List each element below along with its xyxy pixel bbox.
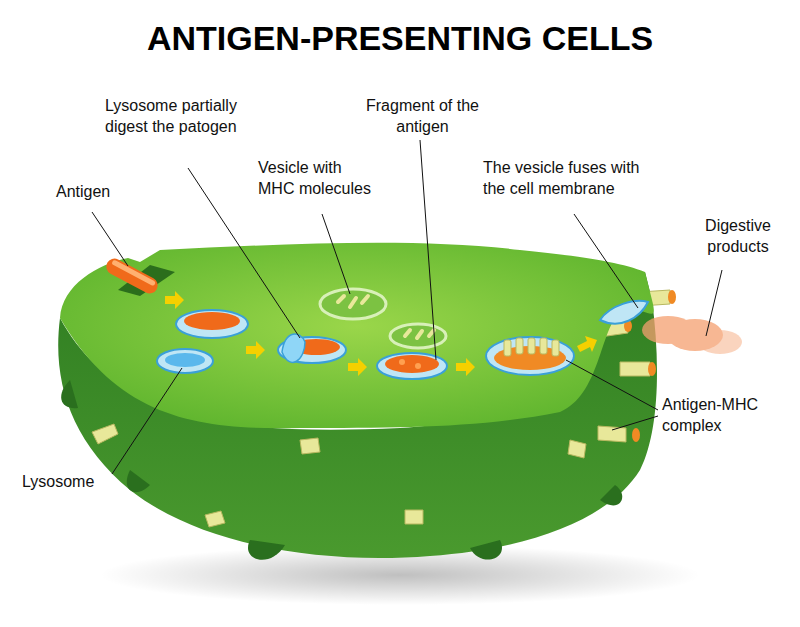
- fusion-label: The vesicle fuses with the cell membrane: [483, 157, 658, 199]
- fragment-label: Fragment of the antigen: [360, 95, 485, 137]
- diagram-title: ANTIGEN-PRESENTING CELLS: [0, 16, 800, 60]
- lysosome-label: Lysosome: [22, 471, 117, 492]
- complex-label: Antigen-MHC complex: [662, 394, 782, 436]
- lysosome-digest-label: Lysosome partially digest the patogen: [105, 95, 270, 137]
- mhc-vesicle-label: Vesicle with MHC molecules: [258, 157, 380, 199]
- antigen-label: Antigen: [56, 181, 136, 202]
- digestive-label: Digestive products: [682, 215, 794, 257]
